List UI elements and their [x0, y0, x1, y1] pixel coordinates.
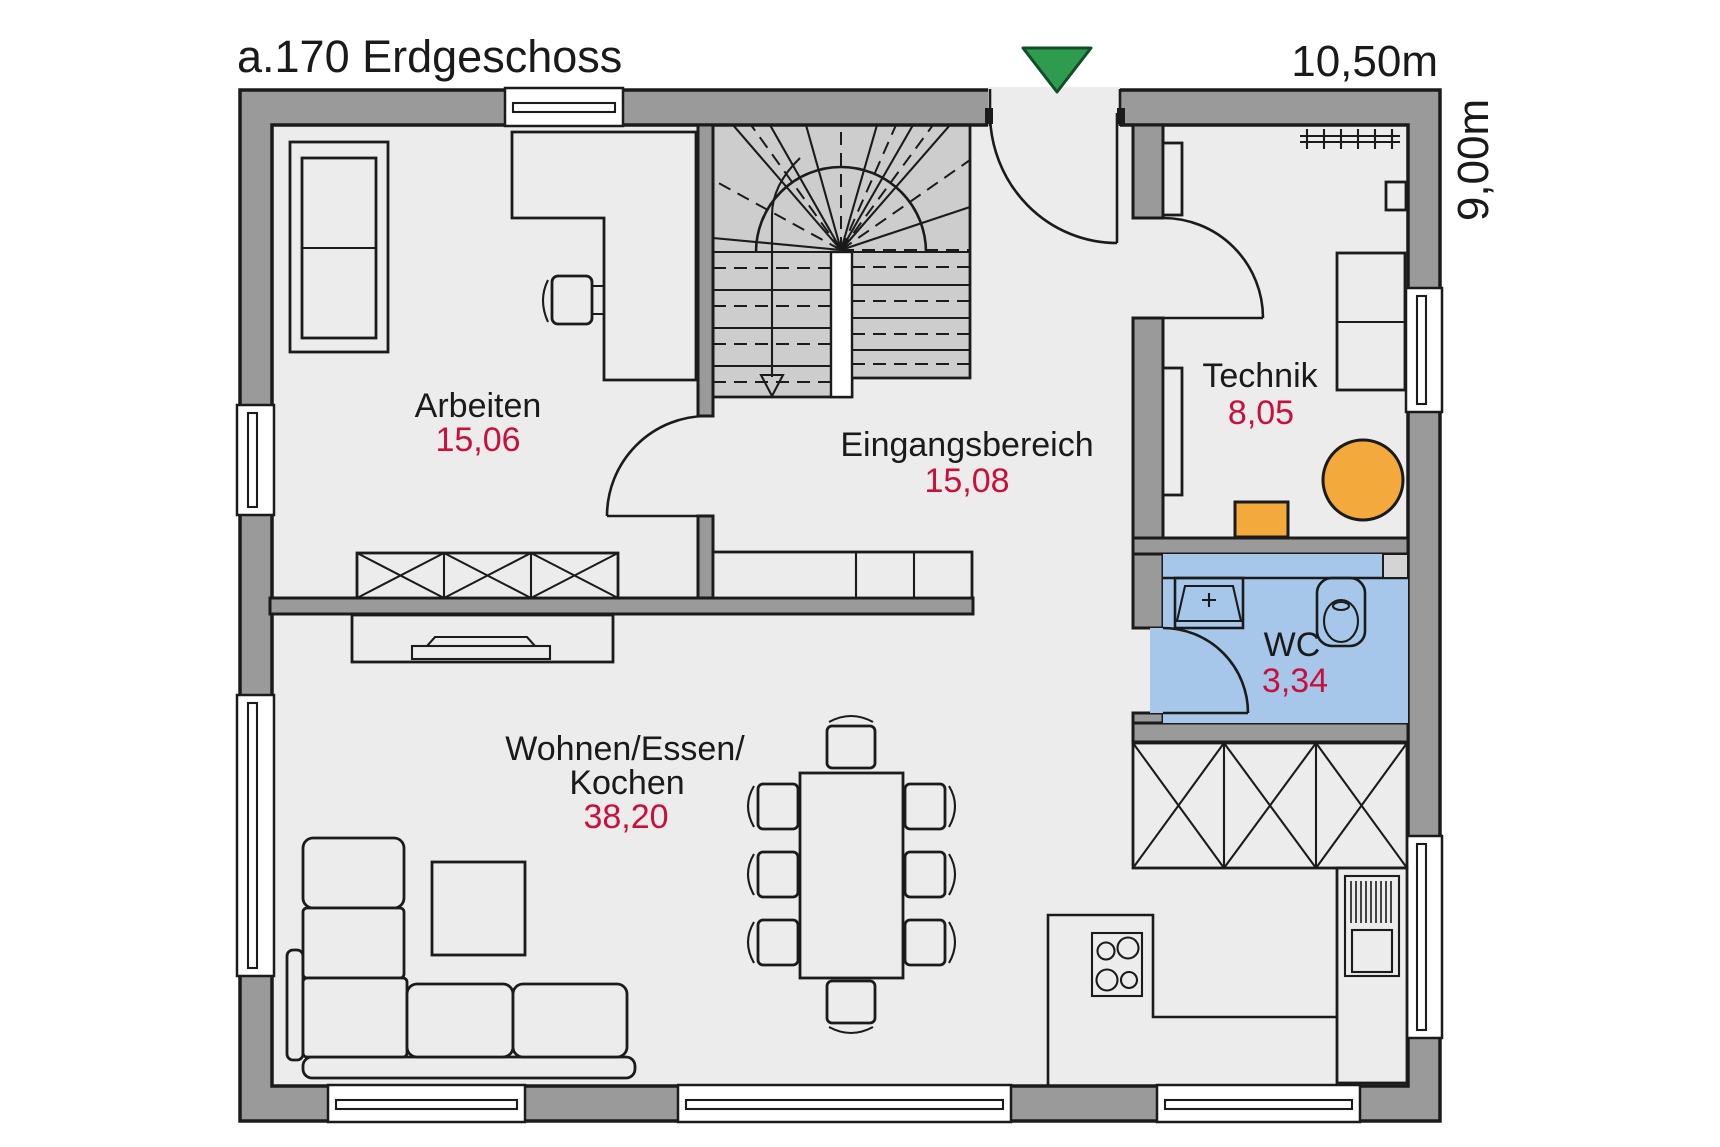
- chair-icon: [746, 850, 800, 899]
- desk-icon: [510, 130, 698, 382]
- window: [676, 1083, 1013, 1124]
- meter-box-icon: [1384, 180, 1408, 212]
- room-label-eingangsbereich: Eingangsbereich: [840, 426, 1093, 464]
- window: [235, 403, 276, 517]
- toilet-icon: [1315, 576, 1367, 648]
- wc-duct: [1382, 553, 1409, 579]
- chair-icon: [825, 714, 877, 770]
- cupboard-icon: [1335, 251, 1407, 392]
- dimension-height: 9,00m: [1449, 99, 1498, 221]
- kitchen-tall-cabinets: [1131, 741, 1409, 870]
- tv-board-icon: [350, 613, 615, 664]
- cabinet-icon: [1161, 366, 1184, 497]
- dining-table-icon: [746, 714, 957, 1035]
- radiator-icon: [1300, 129, 1400, 149]
- stair-walkline-arrow-icon: [759, 157, 801, 399]
- room-label-wohnen-line1: Wohnen/Essen/: [505, 730, 745, 768]
- door-swing-technik: [1162, 216, 1265, 320]
- heating-unit-icon: [1233, 500, 1290, 539]
- room-area-technik: 8,05: [1228, 394, 1294, 432]
- plan-title: a.170 Erdgeschoss: [237, 31, 622, 82]
- living-dining-furniture: [285, 613, 957, 1080]
- windows: [235, 86, 1444, 1124]
- window: [1155, 1083, 1362, 1124]
- room-area-wc: 3,34: [1262, 662, 1328, 700]
- stair-void: [829, 250, 854, 399]
- window: [326, 1083, 527, 1124]
- chair-icon: [903, 850, 957, 899]
- cooktop-icon: [1090, 931, 1144, 998]
- room-labels: Arbeiten 15,06 Eingangsbereich 15,08 Tec…: [415, 357, 1328, 836]
- front-door-swing: [988, 112, 1119, 245]
- window: [1404, 286, 1444, 414]
- room-arbeiten-furniture: [288, 130, 698, 600]
- coffee-table-icon: [430, 860, 527, 957]
- doors: [605, 112, 1265, 715]
- chair-icon: [746, 782, 800, 831]
- room-label-technik: Technik: [1202, 357, 1318, 395]
- room-area-arbeiten: 15,06: [435, 421, 520, 459]
- staircase: [711, 123, 972, 399]
- chair-icon: [825, 979, 877, 1035]
- annotations: a.170 Erdgeschoss 10,50m 9,00m: [237, 31, 1498, 221]
- room-label-wc: WC: [1264, 626, 1321, 664]
- room-label-arbeiten: Arbeiten: [415, 387, 542, 425]
- dimension-width: 10,50m: [1291, 37, 1438, 86]
- boiler-tank-icon: [1321, 438, 1405, 522]
- cabinet-icon: [1161, 141, 1184, 217]
- window: [503, 86, 625, 128]
- window: [235, 693, 276, 978]
- kitchen-appliance-column: [1335, 866, 1409, 1085]
- entrance-sideboard: [711, 550, 974, 600]
- washbasin-icon: [1173, 576, 1245, 630]
- chair-icon: [746, 918, 800, 967]
- room-area-wohnen: 38,20: [583, 798, 668, 836]
- room-area-eingangsbereich: 15,08: [924, 462, 1009, 500]
- sofa-icon: [288, 140, 390, 354]
- corner-sofa-icon: [285, 836, 637, 1080]
- room-label-wohnen-line2: Kochen: [569, 764, 684, 802]
- entrance-marker-icon: [1021, 46, 1093, 94]
- chair-icon: [903, 782, 957, 831]
- door-swing-arbeiten: [605, 414, 708, 518]
- cabinet-icon: [355, 551, 620, 600]
- interior-walls: [268, 123, 1410, 745]
- kitchen: [1046, 741, 1409, 1086]
- door-swing-wc: [1162, 626, 1250, 715]
- window: [1404, 834, 1444, 1040]
- kitchen-counter: [1046, 913, 1337, 1086]
- chair-icon: [903, 918, 957, 967]
- room-technik-furniture: [1161, 129, 1408, 539]
- entrance-opening: [988, 87, 1120, 128]
